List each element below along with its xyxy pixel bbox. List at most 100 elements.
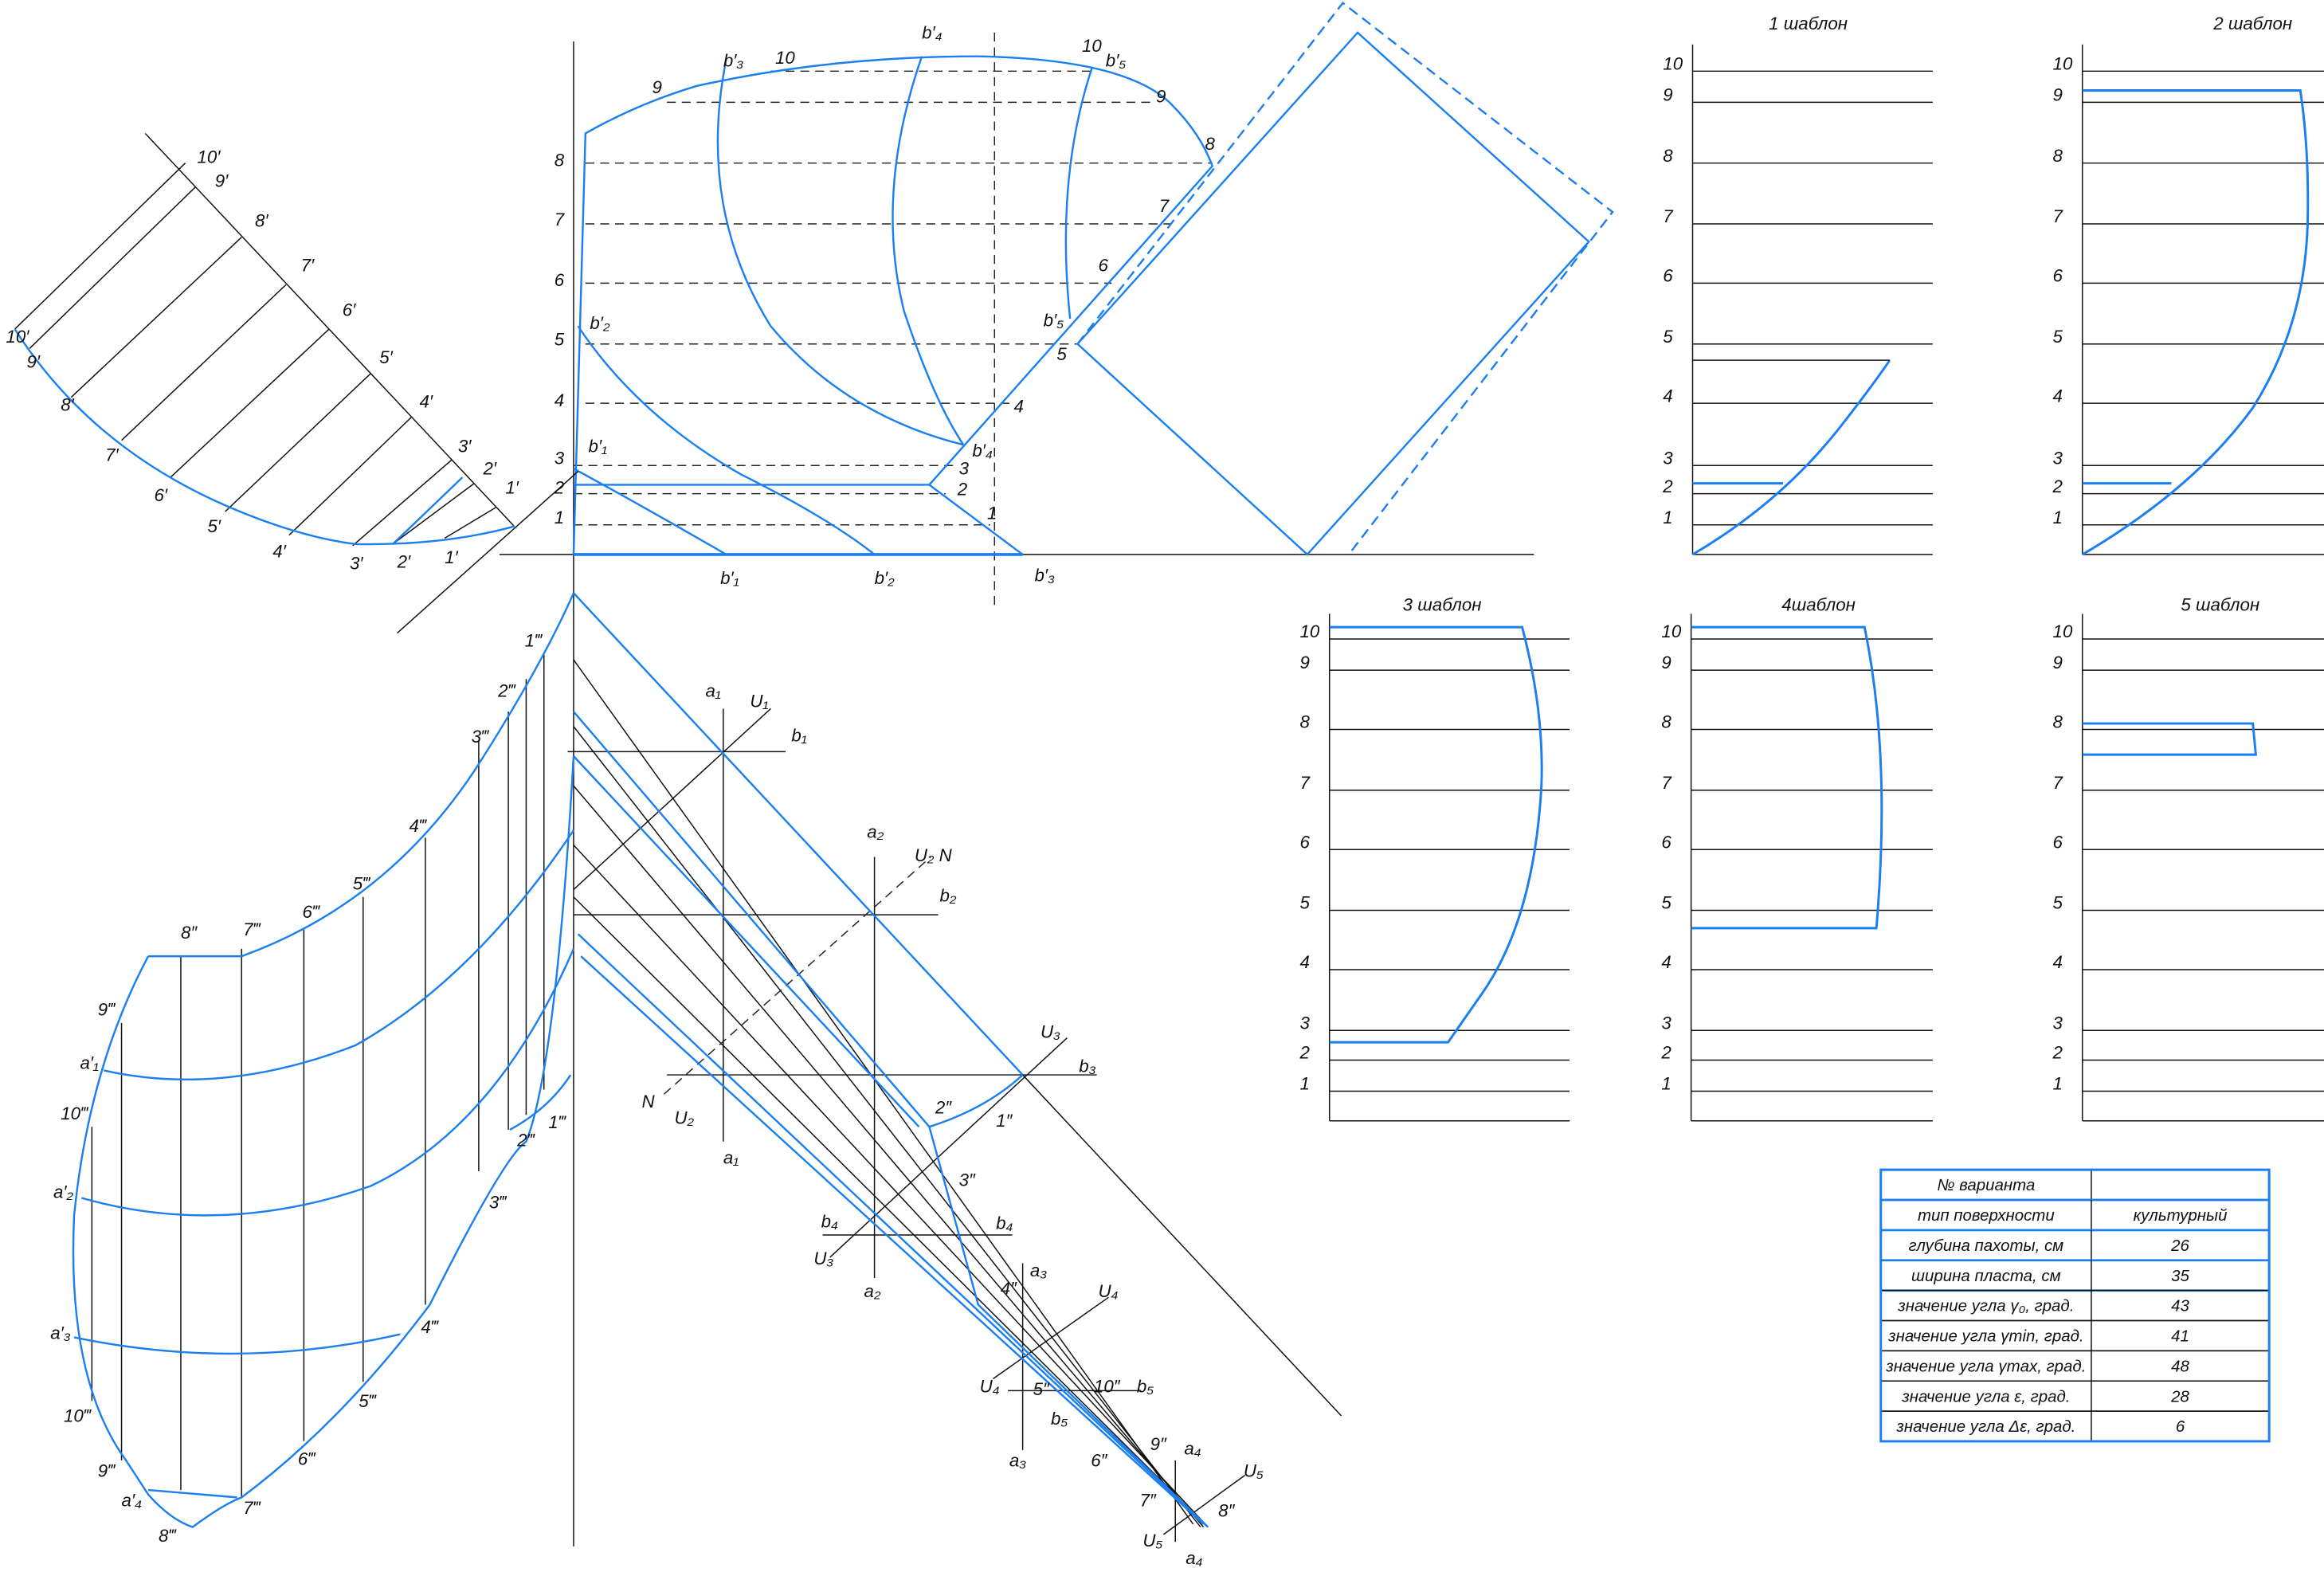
section-curve-b3 — [928, 484, 1024, 555]
template-profile-curve — [1691, 359, 1891, 556]
template-level-label: 8 — [1300, 712, 1311, 732]
template-level-label: 7 — [1663, 206, 1674, 226]
template-level-label: 5 — [1300, 893, 1311, 913]
template-level-label: 10 — [2053, 621, 2073, 641]
template-level-label: 7 — [1300, 773, 1311, 793]
table-value: 35 — [2171, 1267, 2189, 1285]
point-label: 8‴ — [159, 1526, 177, 1546]
template-level-label: 1 — [1661, 1074, 1671, 1094]
point-label: 7″ — [1140, 1491, 1157, 1511]
point-label: 4′ — [272, 542, 286, 562]
point-label: 9‴ — [98, 1000, 116, 1020]
point-label: 8′ — [255, 211, 268, 231]
template-title: 5 шаблон — [2181, 595, 2259, 615]
point-label: 1′ — [505, 478, 519, 498]
template-level-label: 7 — [2053, 773, 2064, 793]
point-label: b′₃ — [1035, 565, 1056, 585]
point-label: 5‴ — [353, 873, 371, 893]
point-label: 9′ — [215, 171, 229, 190]
section-curve-b4 — [892, 56, 965, 445]
point-label: 5 — [1056, 344, 1067, 364]
point-label: 3 — [555, 448, 565, 468]
section-curve-b1 — [573, 467, 727, 555]
point-label: 9 — [1156, 86, 1166, 106]
point-label: 6‴ — [303, 902, 321, 922]
table-row: значение угла γmax, град.48 — [1880, 1350, 2270, 1382]
point-label: U₄ — [1099, 1281, 1119, 1301]
point-label: 6‴ — [298, 1449, 316, 1468]
development-verticals — [91, 652, 545, 1498]
point-label: 8″ — [181, 923, 198, 943]
table-label: № варианта — [1937, 1176, 2035, 1194]
template-level-label: 3 — [1300, 1013, 1311, 1033]
point-label: 5′ — [379, 347, 393, 367]
point-label: 6″ — [1091, 1450, 1107, 1470]
point-label: 7′ — [105, 445, 119, 465]
side-hatch-lines — [29, 186, 497, 547]
template-level-label: 9 — [2053, 85, 2063, 105]
blade-rectangle — [1076, 31, 1590, 556]
blade-rectangle-dashed — [1076, 2, 1614, 555]
section-curve-b2 — [577, 325, 876, 555]
point-label: a′₃ — [50, 1323, 71, 1343]
point-label: b′₁ — [589, 437, 608, 457]
point-label: U₅ — [1244, 1460, 1264, 1480]
point-label: 7‴ — [243, 919, 261, 939]
table-row: значение угла γ₀, град.43 — [1880, 1289, 2270, 1322]
point-label: 1 — [987, 503, 997, 523]
point-label: 10′ — [197, 147, 221, 167]
template-level-label: 4 — [2053, 386, 2063, 406]
section-curve-b5 — [1064, 66, 1094, 320]
point-label: a₂ — [864, 1281, 881, 1301]
template-title: 3 шаблон — [1403, 595, 1482, 615]
point-label: 4′ — [419, 392, 433, 412]
point-label: b₃ — [1079, 1056, 1095, 1076]
point-label: 4 — [555, 390, 564, 410]
point-label: 8″ — [1218, 1501, 1235, 1521]
template-title: 1 шаблон — [1769, 14, 1848, 33]
template-level-label: 4 — [1661, 952, 1671, 972]
point-label: 3‴ — [472, 727, 490, 747]
template-level-label: 2 — [2052, 1043, 2063, 1063]
point-label: U₅ — [1142, 1531, 1162, 1551]
point-label: 9 — [653, 77, 662, 97]
template-level-label: 10 — [1300, 621, 1320, 641]
point-label: 4‴ — [421, 1317, 439, 1337]
point-label: 5 — [555, 330, 565, 350]
table-row: значение угла Δε, град.6 — [1880, 1410, 2270, 1442]
table-label: значение угла γmax, град. — [1885, 1357, 2086, 1375]
point-label: 8 — [555, 150, 565, 170]
point-label: b′₅ — [1106, 51, 1127, 71]
point-label: b₂ — [939, 885, 956, 905]
point-label: 9″ — [1150, 1434, 1167, 1454]
template-level-label: 9 — [1663, 85, 1672, 105]
template-level-label: 2 — [1660, 1043, 1671, 1063]
template-level-label: 5 — [2053, 327, 2063, 347]
point-label: U₂ N — [915, 845, 953, 865]
template-level-label: 9 — [1300, 653, 1310, 672]
point-label: 4‴ — [409, 816, 427, 836]
point-label: a₁ — [706, 681, 721, 701]
table-row: значение угла ε, град.28 — [1880, 1380, 2270, 1412]
point-label: b′₄ — [972, 441, 993, 461]
template-level-label: 8 — [1661, 712, 1671, 732]
table-value: 43 — [2171, 1297, 2189, 1315]
template-level-label: 1 — [1300, 1074, 1310, 1094]
point-label: a₄ — [1186, 1548, 1202, 1568]
point-label: b₄ — [821, 1212, 838, 1232]
point-label: U₂ — [674, 1108, 694, 1127]
template-level-label: 1 — [2053, 508, 2063, 527]
table-value: 41 — [2171, 1327, 2189, 1346]
template-level-label: 1 — [1663, 508, 1672, 527]
point-label: b₅ — [1137, 1376, 1154, 1396]
side-view — [14, 132, 579, 634]
point-label: 10 — [775, 48, 795, 68]
template-profile-curve — [2082, 722, 2258, 756]
section-curve-b3-top — [716, 59, 964, 446]
